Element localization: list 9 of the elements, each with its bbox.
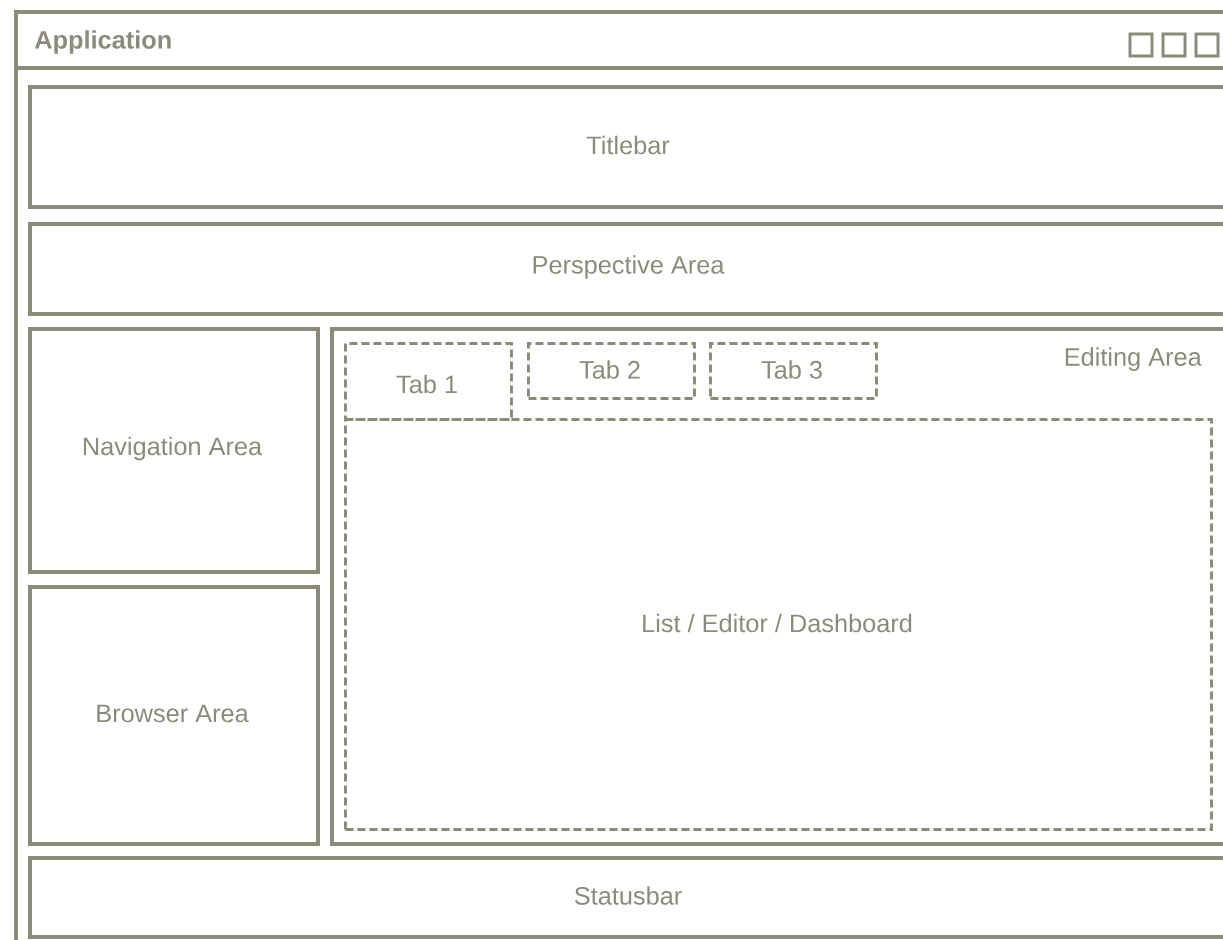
statusbar-panel: Statusbar bbox=[28, 856, 1223, 939]
tab: Tab 3 bbox=[709, 342, 878, 400]
browser-panel: Browser Area bbox=[28, 585, 320, 846]
tab: Tab 2 bbox=[527, 342, 696, 400]
titlebar-panel: Titlebar bbox=[28, 85, 1223, 209]
tab: Tab 1 bbox=[344, 342, 513, 421]
content-panel: List / Editor / Dashboard bbox=[344, 418, 1213, 831]
perspective-panel: Perspective Area bbox=[28, 222, 1223, 316]
navigation-panel: Navigation Area bbox=[28, 327, 320, 574]
